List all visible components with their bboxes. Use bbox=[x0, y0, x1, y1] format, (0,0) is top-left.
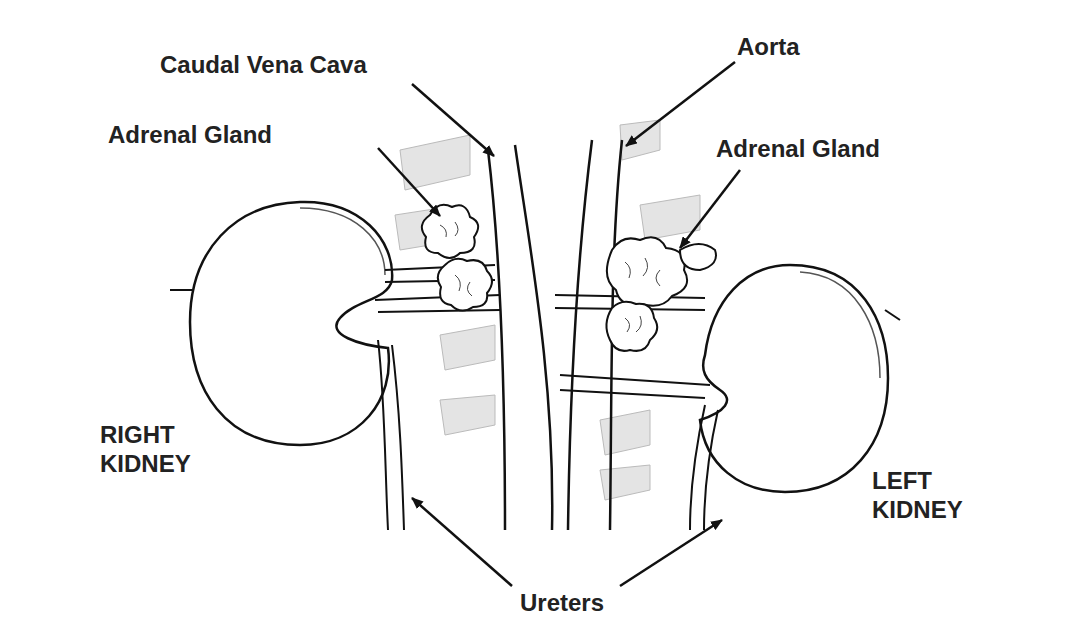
part-label-text: Ureters bbox=[520, 588, 660, 617]
vessel-label: Aorta bbox=[737, 32, 857, 61]
part-label: Adrenal Gland bbox=[108, 120, 378, 149]
part-label: Adrenal Gland bbox=[716, 134, 986, 163]
vessel-label-text: Caudal Vena Cava bbox=[160, 50, 490, 79]
organ-label: RIGHT KIDNEY bbox=[100, 420, 225, 478]
part-label: Ureters bbox=[520, 588, 660, 617]
organ-label-text: RIGHT KIDNEY bbox=[100, 420, 225, 478]
organ-label-text: LEFT KIDNEY bbox=[872, 466, 1022, 524]
left-kidney bbox=[700, 265, 888, 492]
leader-arrow bbox=[378, 62, 740, 586]
caudal-vena-cava bbox=[488, 145, 552, 530]
ureter bbox=[378, 340, 718, 530]
organ-label: LEFT KIDNEY bbox=[872, 466, 1022, 524]
part-label-text: Adrenal Gland bbox=[108, 120, 378, 149]
vessel-label-text: Aorta bbox=[737, 32, 857, 61]
adrenal-gland bbox=[422, 205, 716, 351]
adrenal-texture bbox=[440, 222, 660, 332]
vessel-label: Caudal Vena Cava bbox=[160, 50, 490, 79]
right-kidney bbox=[190, 202, 392, 445]
part-label-text: Adrenal Gland bbox=[716, 134, 986, 163]
